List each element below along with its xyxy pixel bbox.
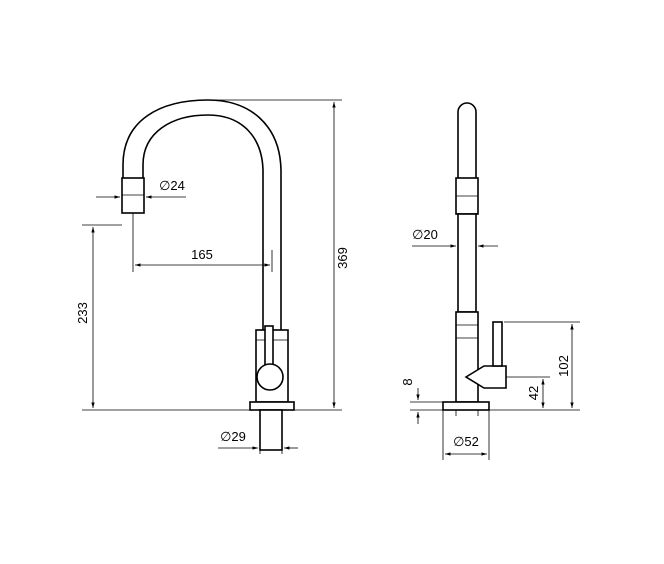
side-base-flange: [442, 401, 490, 411]
dimension-flange-thickness: 8: [400, 378, 443, 424]
side-lower-body: [455, 311, 479, 403]
base-flange: [249, 401, 295, 411]
spout-inner-contour: [142, 114, 264, 330]
tube-diameter-label: ∅29: [220, 429, 246, 444]
side-middle-tube: [457, 213, 477, 313]
dimension-handle-axis-height: 42: [506, 376, 550, 408]
total-height-label: 369: [335, 247, 350, 269]
dimension-lever-height: 102: [489, 321, 580, 411]
front-view: 369 233 165 ∅24 ∅29: [75, 99, 350, 454]
spout-outlet-nozzle: [121, 177, 145, 214]
dimension-outlet-height: 233: [75, 224, 250, 411]
side-view: ∅20 102 42 8 ∅52: [400, 102, 580, 460]
handle-knob: [256, 363, 284, 391]
side-spout-tube: [457, 102, 477, 178]
spout-outer-contour: [122, 99, 282, 330]
lever-height-label: 102: [556, 355, 571, 377]
spout-side-diameter-label: ∅20: [412, 227, 438, 242]
dimension-outlet-diameter: ∅24: [96, 178, 186, 199]
mounting-tube: [259, 409, 283, 451]
dimension-total-height: 369: [210, 99, 350, 411]
handle-axis-height-label: 42: [526, 386, 541, 400]
spout-reach-label: 165: [191, 247, 213, 262]
flange-thickness-label: 8: [400, 378, 415, 385]
side-handle-lever: [492, 321, 503, 367]
outlet-diameter-label: ∅24: [159, 178, 185, 193]
dimension-spout-reach: 165: [132, 213, 273, 272]
flange-diameter-label: ∅52: [453, 434, 479, 449]
outlet-height-label: 233: [75, 302, 90, 324]
dimension-spout-side-diameter: ∅20: [412, 227, 498, 248]
dimension-tube-diameter: ∅29: [218, 429, 298, 454]
dimension-flange-diameter: ∅52: [442, 410, 490, 460]
